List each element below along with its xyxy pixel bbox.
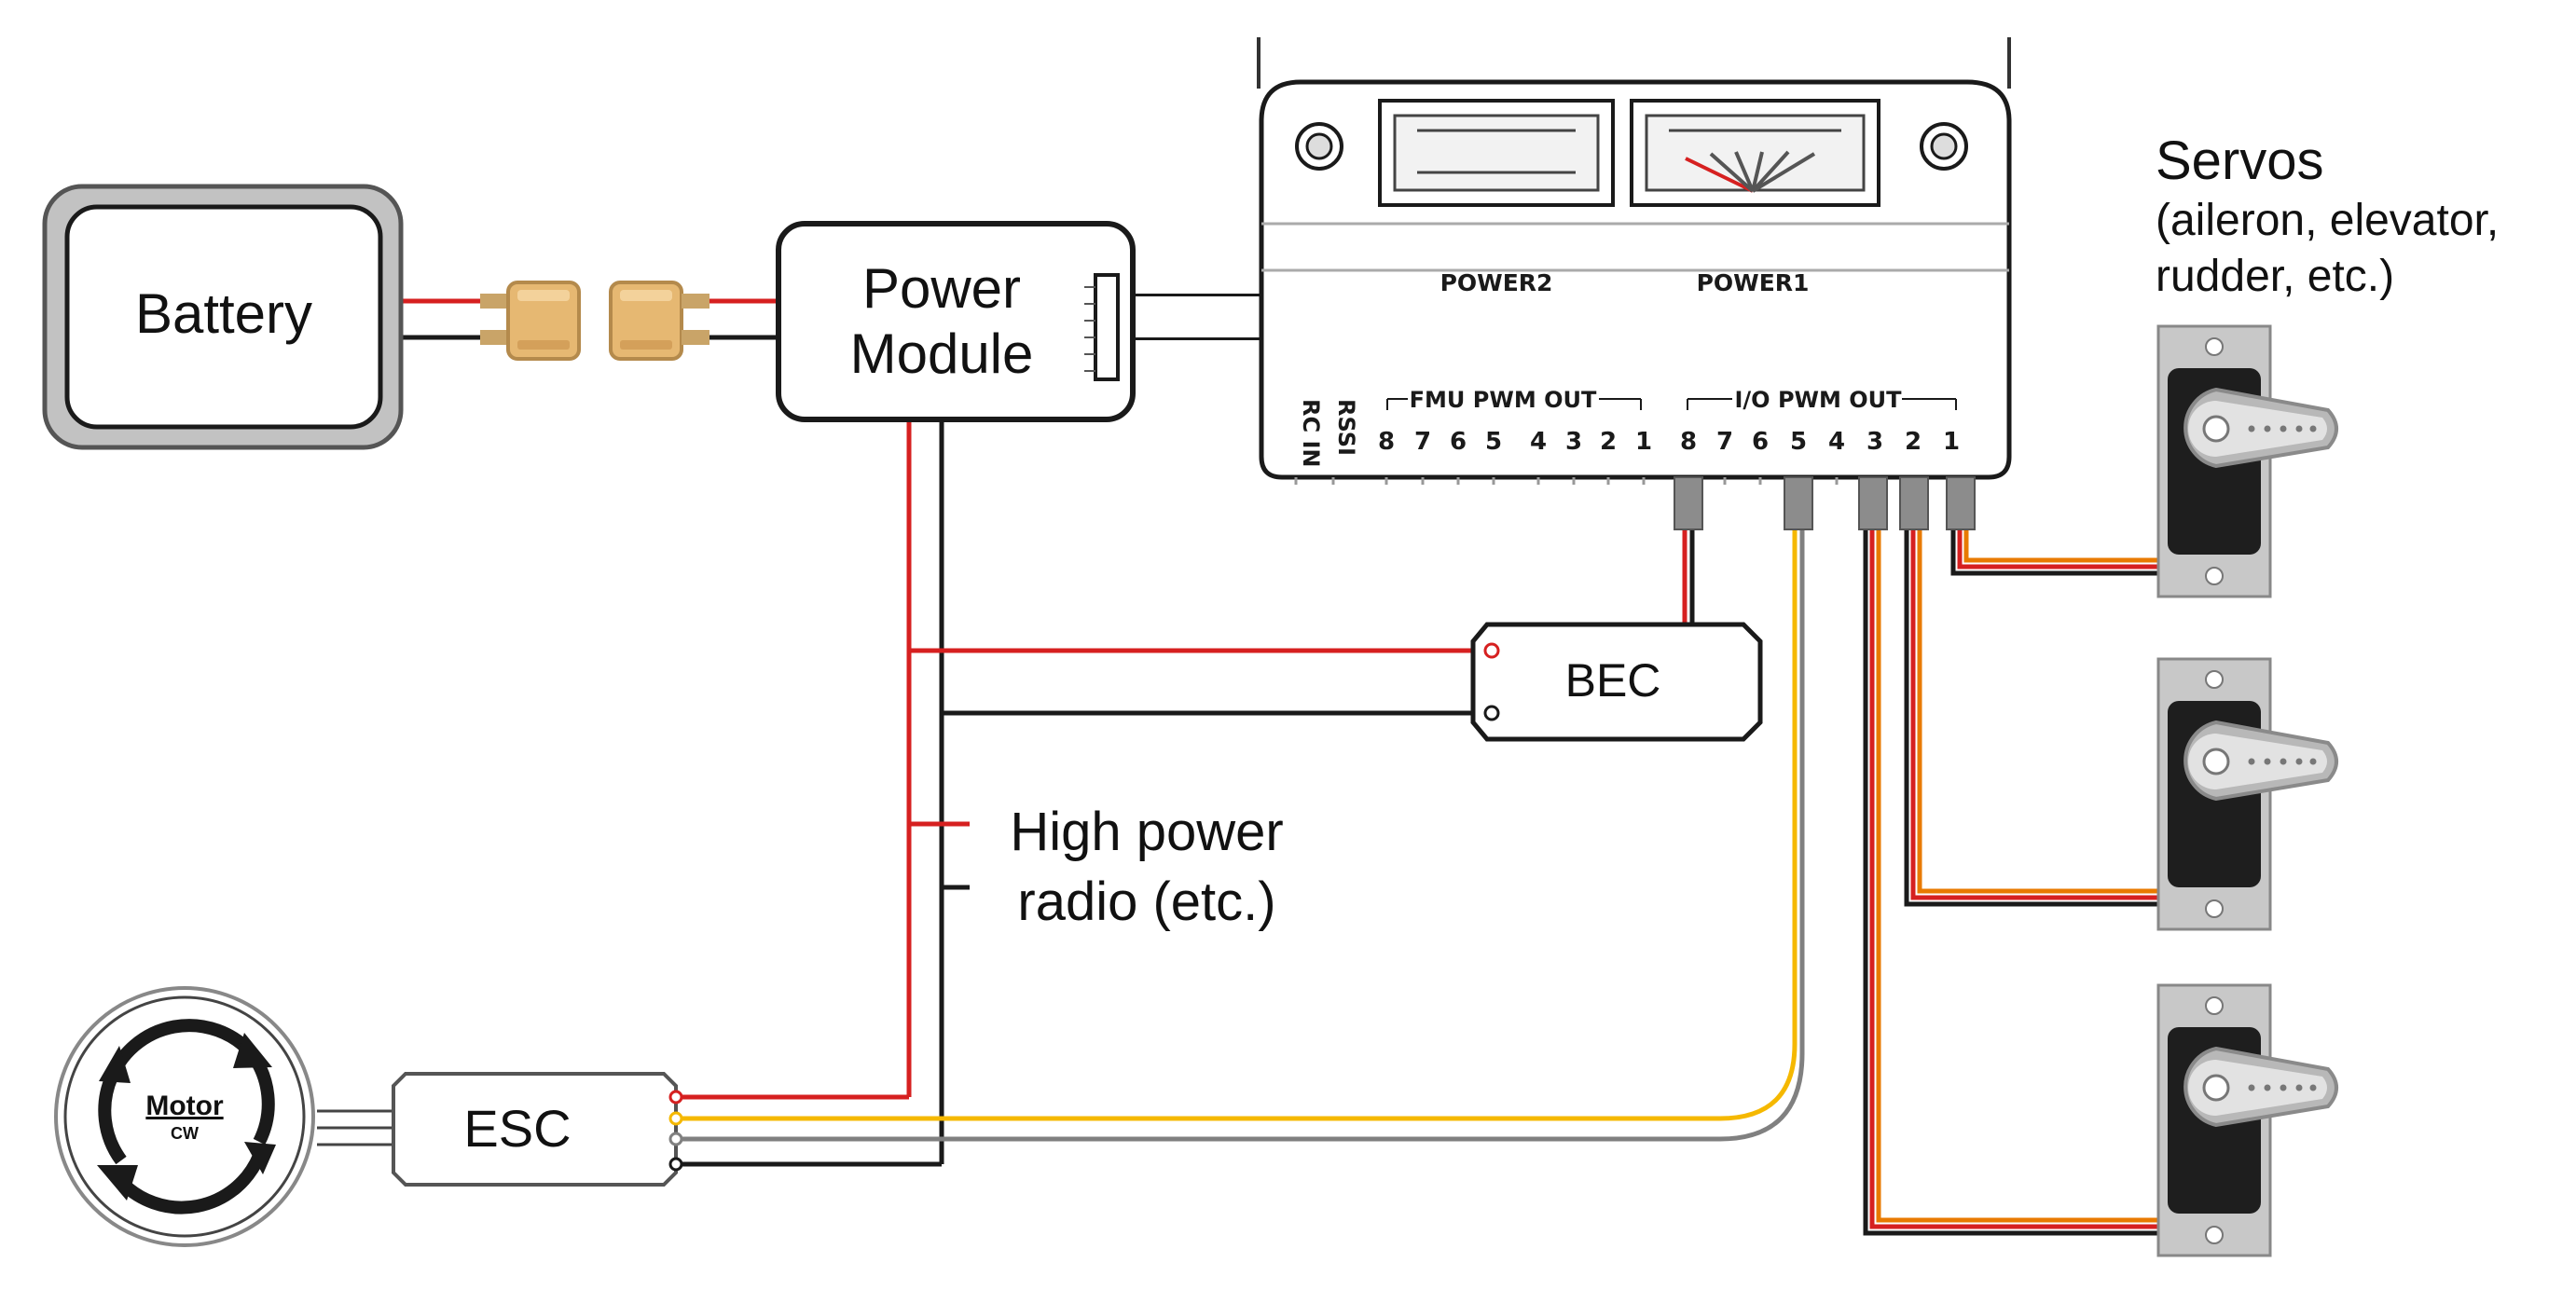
bec: BEC	[1470, 622, 1763, 742]
flight-controller: POWER2 POWER1 RC IN RSSI FMU PWM OUT I/O…	[1257, 37, 2012, 530]
fmu-pin-number: 8	[1378, 428, 1395, 456]
fmu-pin-number: 3	[1565, 428, 1582, 456]
servo-3-harness	[1863, 529, 2158, 1236]
fmu-pin-number: 1	[1635, 428, 1652, 456]
io-pin-3-plug	[1858, 476, 1888, 530]
servo-1	[2156, 324, 2338, 598]
io-pin-number: 1	[1943, 428, 1960, 456]
rc-in-label: RC IN	[1298, 399, 1324, 467]
power2-label: POWER2	[1440, 269, 1553, 296]
io-pin-number: 3	[1867, 428, 1883, 456]
motor-direction-label: CW	[171, 1124, 199, 1143]
io-pwm-out-label: I/O PWM OUT	[1734, 387, 1902, 413]
servo-1-harness	[1950, 529, 2158, 576]
bec-label: BEC	[1565, 654, 1661, 707]
pin-header-row	[1294, 477, 1839, 485]
io-pin-1-plug	[1946, 476, 1976, 530]
fmu-pwm-out-header: FMU PWM OUT	[1386, 387, 1642, 413]
power2-connector	[1378, 99, 1615, 207]
io-pin-number: 5	[1790, 428, 1807, 456]
battery-label: Battery	[135, 282, 312, 345]
servos-subtitle-line2: rudder, etc.)	[2156, 252, 2394, 301]
power-module-label-line2: Module	[850, 322, 1034, 385]
high-power-label-line1: High power	[1010, 802, 1283, 862]
xt-connector-pair	[480, 281, 709, 361]
io-pin-number: 2	[1905, 428, 1922, 456]
servo-3	[2156, 983, 2338, 1257]
servo-2-harness	[1904, 529, 2158, 907]
motor-label: Motor	[145, 1091, 224, 1121]
power1-label: POWER1	[1697, 269, 1810, 296]
esc-signal-wires	[676, 529, 1805, 1142]
servos-subtitle-line1: (aileron, elevator,	[2156, 196, 2499, 245]
motor-phase-wires	[317, 1109, 392, 1146]
screw-icon	[1920, 122, 1968, 171]
motor: Motor CW	[54, 986, 315, 1247]
io-pin-number: 6	[1752, 428, 1769, 456]
rotation-arrow-icon	[97, 1019, 276, 1215]
fmu-pin-number: 2	[1600, 428, 1617, 456]
high-power-radio-note: High power radio (etc.)	[1010, 802, 1283, 932]
screw-icon	[1295, 122, 1343, 171]
esc: ESC	[392, 1072, 683, 1187]
io-pin-number: 7	[1716, 428, 1733, 456]
servo-2	[2156, 657, 2338, 931]
power-module: Power Module	[776, 221, 1136, 422]
servos-title: Servos	[2156, 130, 2324, 191]
power-bus-wires	[676, 421, 1492, 1167]
battery: Battery	[42, 184, 404, 450]
io-pin-8-plug	[1674, 476, 1703, 530]
fmu-pin-number: 5	[1485, 428, 1502, 456]
battery-power-cable	[401, 298, 778, 340]
fmu-pwm-out-label: FMU PWM OUT	[1410, 387, 1597, 413]
fmu-pin-number: 7	[1414, 428, 1431, 456]
io-pin-number: 4	[1828, 428, 1845, 456]
high-power-label-line2: radio (etc.)	[1017, 871, 1275, 932]
io-pwm-out-header: I/O PWM OUT	[1687, 387, 1957, 413]
esc-label: ESC	[463, 1099, 571, 1158]
rssi-label: RSSI	[1333, 399, 1359, 456]
servos-label: Servos (aileron, elevator, rudder, etc.)	[2156, 130, 2499, 301]
power-module-label-line1: Power	[862, 257, 1021, 320]
bec-output-wire	[1682, 529, 1695, 623]
io-pin-5-plug	[1784, 476, 1813, 530]
fmu-pin-number: 6	[1450, 428, 1467, 456]
io-pin-2-plug	[1899, 476, 1929, 530]
power1-connector	[1630, 99, 1880, 207]
io-pin-number: 8	[1680, 428, 1697, 456]
fmu-pin-number: 4	[1530, 428, 1547, 456]
